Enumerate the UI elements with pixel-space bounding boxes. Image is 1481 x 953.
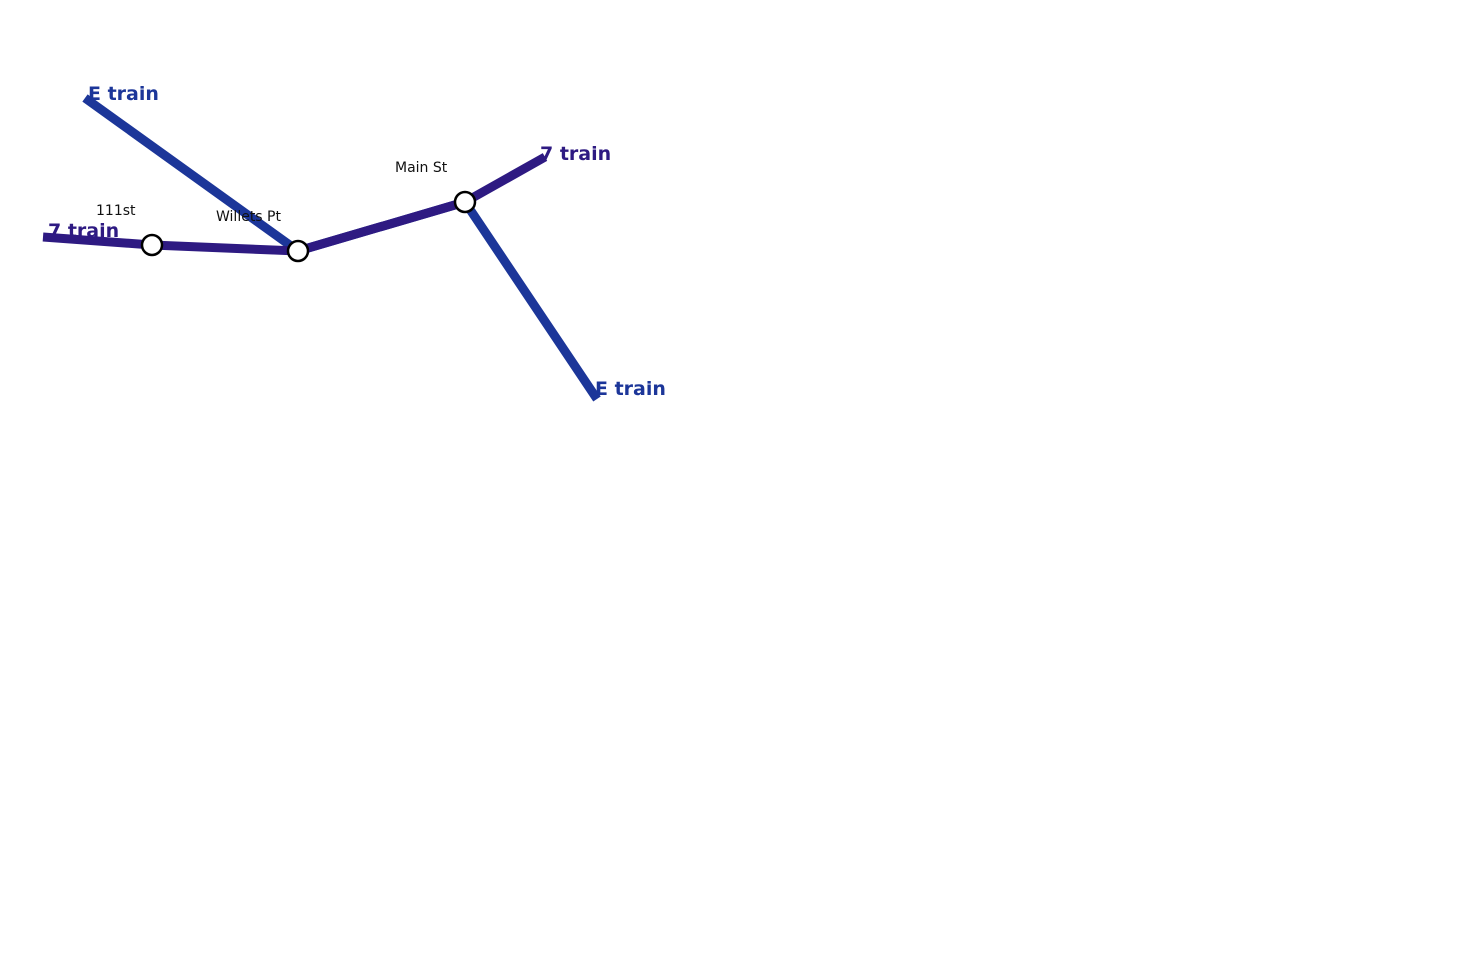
- e-train-north-label: E train: [88, 83, 159, 105]
- station-main-st-label: Main St: [395, 160, 448, 176]
- e-train-south-label: E train: [595, 378, 666, 400]
- seven-train-east-label: 7 train: [540, 143, 611, 165]
- station-111st-dot[interactable]: [140, 233, 164, 257]
- station-111st-label: 111st: [96, 203, 136, 219]
- station-willets-pt-dot[interactable]: [286, 239, 310, 263]
- seven-train-west-label: 7 train: [48, 220, 119, 242]
- station-main-st-dot[interactable]: [453, 190, 477, 214]
- station-willets-pt-label: Willets Pt: [216, 209, 281, 225]
